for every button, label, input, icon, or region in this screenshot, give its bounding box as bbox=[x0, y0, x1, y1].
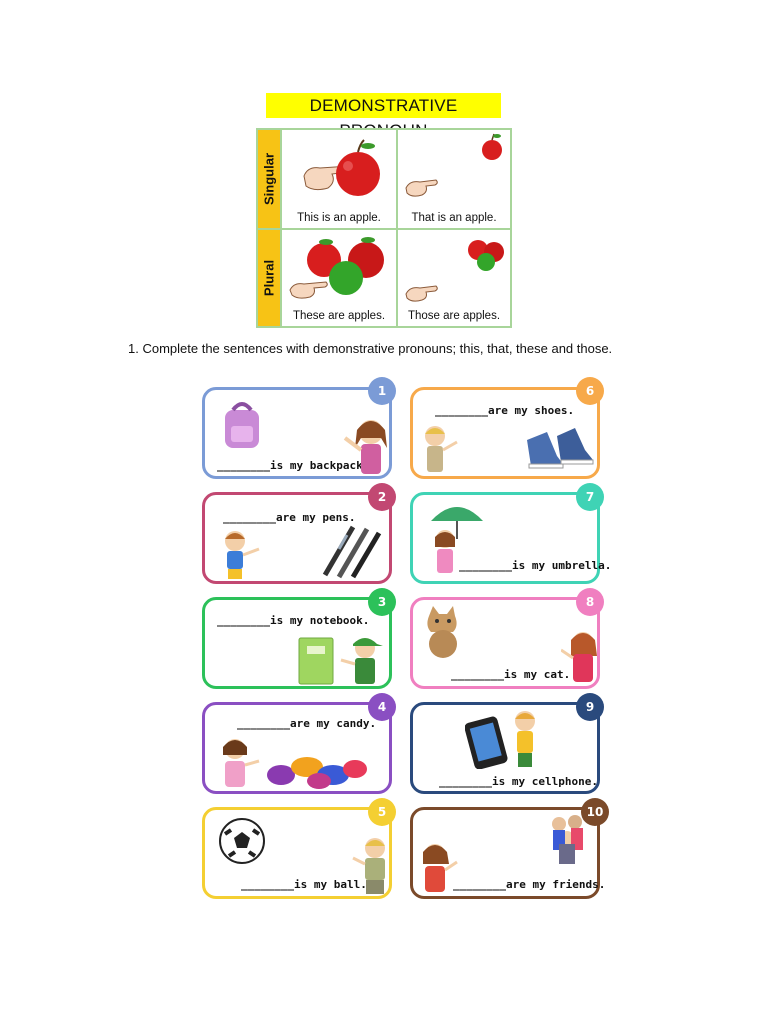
cat-icon bbox=[427, 606, 457, 658]
notebook-icon bbox=[298, 637, 334, 685]
boy-pointing-icon bbox=[425, 426, 458, 472]
boy-pointing-icon bbox=[352, 838, 385, 894]
badge-3: 3 bbox=[368, 588, 396, 616]
cellphone-icon bbox=[465, 716, 508, 769]
cell-that: That is an apple. bbox=[398, 130, 510, 228]
cell-those: Those are apples. bbox=[398, 228, 510, 326]
badge-4: 4 bbox=[368, 693, 396, 721]
badge-10: 10 bbox=[581, 798, 609, 826]
cell-this: This is an apple. bbox=[282, 130, 398, 228]
sentence-blank[interactable]: ________is my umbrella. bbox=[459, 559, 612, 572]
badge-1: 1 bbox=[368, 377, 396, 405]
exercise-instruction: 1. Complete the sentences with demonstra… bbox=[128, 341, 613, 356]
badge-5: 5 bbox=[368, 798, 396, 826]
girl-pointing-icon bbox=[343, 420, 387, 474]
apple-near-hand-icon bbox=[303, 139, 380, 196]
sentence-blank[interactable]: ________are my pens. bbox=[223, 511, 356, 524]
cell-these: These are apples. bbox=[282, 228, 398, 326]
badge-8: 8 bbox=[576, 588, 604, 616]
sentence-blank[interactable]: ________are my shoes. bbox=[435, 404, 575, 417]
worksheet-title: DEMONSTRATIVE PRONOUN bbox=[266, 93, 501, 140]
row-label-plural: Plural bbox=[258, 228, 282, 326]
apple-far-hand-icon bbox=[405, 133, 502, 197]
sentence-blank[interactable]: ________is my cat. bbox=[451, 668, 571, 681]
exercise-card-1: ________is my backpack. bbox=[202, 387, 392, 479]
boy-cap-icon bbox=[340, 638, 383, 684]
exercise-card-8: ________is my cat. bbox=[410, 597, 600, 689]
caption-these: These are apples. bbox=[292, 310, 386, 322]
exercise-card-10: ________are my friends. bbox=[410, 807, 605, 899]
exercise-card-2: ________are my pens. bbox=[202, 492, 392, 584]
sentence-blank[interactable]: ________is my ball. bbox=[241, 878, 367, 891]
girl-pointing-icon bbox=[223, 739, 260, 787]
pronoun-chart: Singular Plural This is an apple. That i… bbox=[256, 128, 512, 328]
sentence-blank[interactable]: ________are my friends. bbox=[453, 878, 606, 891]
shoes-icon bbox=[527, 428, 594, 469]
sentence-blank[interactable]: ________is my backpack. bbox=[217, 459, 370, 472]
boy-pointing-icon bbox=[515, 711, 535, 767]
pens-icon bbox=[322, 525, 382, 579]
sentence-blank[interactable]: ________is my cellphone. bbox=[439, 775, 598, 788]
exercise-card-4: ________are my candy. bbox=[202, 702, 392, 794]
girl-pointing-icon bbox=[561, 632, 597, 682]
exercise-card-7: ________is my umbrella. bbox=[410, 492, 611, 584]
apples-near-hand-icon bbox=[289, 237, 384, 299]
girl-pointing-icon bbox=[423, 844, 458, 892]
friends-icon bbox=[552, 815, 583, 864]
caption-that: That is an apple. bbox=[411, 212, 497, 224]
apples-far-hand-icon bbox=[405, 240, 504, 302]
caption-those: Those are apples. bbox=[407, 310, 501, 322]
girl-umbrella-icon bbox=[431, 507, 483, 573]
soccer-ball-icon bbox=[219, 818, 265, 864]
badge-2: 2 bbox=[368, 483, 396, 511]
sentence-blank[interactable]: ________are my candy. bbox=[237, 717, 377, 730]
boy-pointing-icon bbox=[225, 531, 260, 579]
backpack-icon bbox=[225, 402, 259, 448]
exercise-card-6: ________are my shoes. bbox=[410, 387, 600, 479]
badge-6: 6 bbox=[576, 377, 604, 405]
row-label-singular: Singular bbox=[258, 130, 282, 228]
caption-this: This is an apple. bbox=[297, 212, 381, 224]
exercise-card-9: ________is my cellphone. bbox=[410, 702, 600, 794]
exercise-card-3: ________is my notebook. bbox=[202, 597, 392, 689]
sentence-blank[interactable]: ________is my notebook. bbox=[217, 614, 370, 627]
candy-icon bbox=[267, 757, 367, 789]
badge-7: 7 bbox=[576, 483, 604, 511]
exercise-card-5: ________is my ball. bbox=[202, 807, 392, 899]
badge-9: 9 bbox=[576, 693, 604, 721]
